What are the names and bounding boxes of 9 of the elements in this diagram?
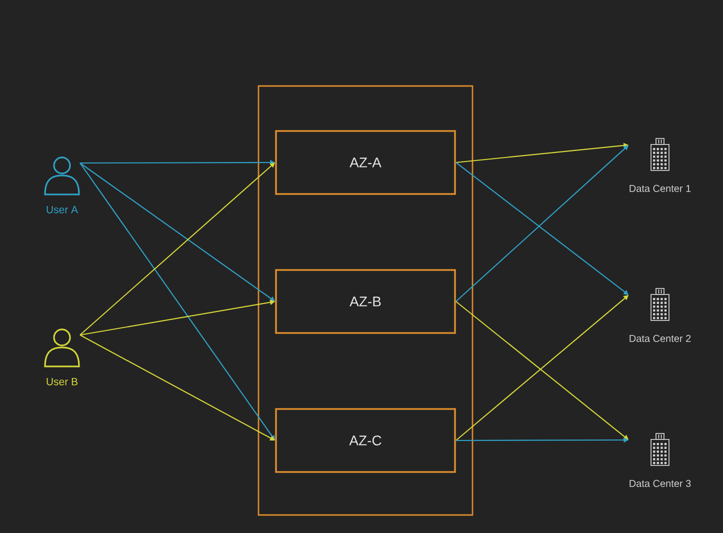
zone-box: AZ-B <box>275 269 456 334</box>
node-label: User A <box>46 206 78 214</box>
region-box <box>258 85 474 516</box>
zone-box: AZ-C <box>275 408 456 473</box>
node-label: Data Center 2 <box>630 334 691 342</box>
node-label: Data Center 1 <box>630 184 691 192</box>
node-label: Data Center 3 <box>630 480 691 487</box>
node-label: User B <box>46 378 78 386</box>
zone-box: AZ-A <box>275 130 456 195</box>
